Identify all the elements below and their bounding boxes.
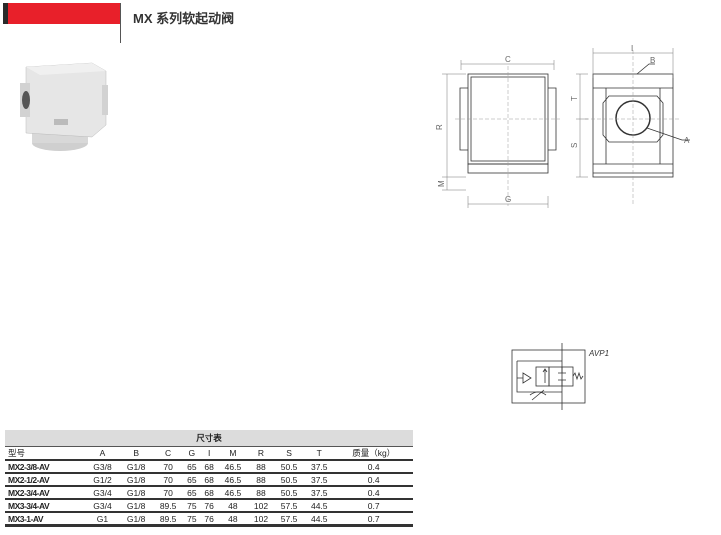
value-cell: 57.5 (273, 499, 305, 513)
value-cell: G1/8 (119, 460, 153, 474)
value-cell: 89.5 (152, 499, 184, 513)
value-cell: G3/4 (85, 486, 120, 500)
value-cell: 50.5 (273, 486, 305, 500)
value-cell: G3/4 (85, 499, 120, 513)
page-title: MX 系列软起动阀 (133, 11, 235, 26)
value-cell: 70 (152, 486, 184, 500)
header-divider (120, 3, 121, 43)
value-cell: 70 (152, 473, 184, 487)
value-cell: 65 (183, 473, 201, 487)
dim-label-g: G (505, 195, 511, 204)
model-cell: MX2-3/4-AV (5, 486, 86, 500)
value-cell: 44.5 (304, 512, 335, 527)
value-cell: 0.4 (334, 460, 413, 474)
value-cell: 0.4 (334, 473, 413, 487)
value-cell: G1 (85, 512, 120, 527)
dim-label-r: R (435, 124, 444, 130)
col-header: T (304, 446, 335, 461)
value-cell: 88 (248, 473, 274, 487)
dim-label-a: A (684, 136, 690, 145)
value-cell: 102 (248, 499, 274, 513)
value-cell: 57.5 (273, 512, 305, 527)
value-cell: 76 (200, 512, 218, 527)
value-cell: 37.5 (304, 473, 335, 487)
value-cell: 102 (248, 512, 274, 527)
value-cell: 68 (200, 486, 218, 500)
col-header: B (119, 446, 153, 461)
model-cell: MX2-3/8-AV (5, 460, 86, 474)
pneumatic-symbol (511, 343, 586, 410)
value-cell: G3/8 (85, 460, 120, 474)
value-cell: 0.7 (334, 512, 413, 527)
col-header: C (152, 446, 184, 461)
col-header: S (273, 446, 305, 461)
dim-label-b: B (650, 56, 655, 65)
value-cell: G1/8 (119, 499, 153, 513)
value-cell: 50.5 (273, 460, 305, 474)
value-cell: 37.5 (304, 486, 335, 500)
dim-label-m: M (437, 180, 446, 187)
col-header: A (85, 446, 120, 461)
value-cell: 48 (217, 499, 249, 513)
value-cell: G1/8 (119, 486, 153, 500)
value-cell: 65 (183, 460, 201, 474)
table-header-row: 型号 A B C G I M R S T 质量（kg） (5, 446, 413, 461)
col-header: R (248, 446, 274, 461)
value-cell: 68 (200, 460, 218, 474)
value-cell: G1/2 (85, 473, 120, 487)
table-caption: 尺寸表 (5, 430, 413, 447)
value-cell: 50.5 (273, 473, 305, 487)
value-cell: 46.5 (217, 460, 249, 474)
value-cell: 89.5 (152, 512, 184, 527)
symbol-label: AVP1 (588, 349, 609, 358)
value-cell: 46.5 (217, 473, 249, 487)
col-header: 质量（kg） (334, 446, 413, 461)
dim-label-i: I (631, 44, 633, 53)
value-cell: 76 (200, 499, 218, 513)
dim-label-t: T (570, 96, 579, 101)
model-cell: MX2-1/2-AV (5, 473, 86, 487)
value-cell: 46.5 (217, 486, 249, 500)
col-header: M (217, 446, 249, 461)
product-photo (20, 62, 108, 151)
value-cell: 75 (183, 499, 201, 513)
col-header: G (183, 446, 201, 461)
value-cell: 0.4 (334, 486, 413, 500)
dim-label-s: S (570, 143, 579, 148)
value-cell: 0.7 (334, 499, 413, 513)
col-header: I (200, 446, 218, 461)
value-cell: 70 (152, 460, 184, 474)
dim-label-c: C (505, 55, 511, 64)
value-cell: G1/8 (119, 473, 153, 487)
value-cell: 37.5 (304, 460, 335, 474)
value-cell: 48 (217, 512, 249, 527)
model-cell: MX3-3/4-AV (5, 499, 86, 513)
header-red-bar (8, 3, 120, 24)
value-cell: 68 (200, 473, 218, 487)
dimension-table: 尺寸表 型号 A B C G I M R S T 质量（kg） MX2-3/8-… (5, 430, 413, 527)
front-view-drawing (442, 60, 560, 208)
value-cell: 44.5 (304, 499, 335, 513)
side-view-drawing (576, 48, 690, 205)
value-cell: 88 (248, 486, 274, 500)
header-dark-strip (3, 3, 8, 24)
model-cell: MX3-1-AV (5, 512, 86, 527)
col-header: 型号 (5, 446, 86, 461)
value-cell: 88 (248, 460, 274, 474)
value-cell: G1/8 (119, 512, 153, 527)
value-cell: 65 (183, 486, 201, 500)
value-cell: 75 (183, 512, 201, 527)
